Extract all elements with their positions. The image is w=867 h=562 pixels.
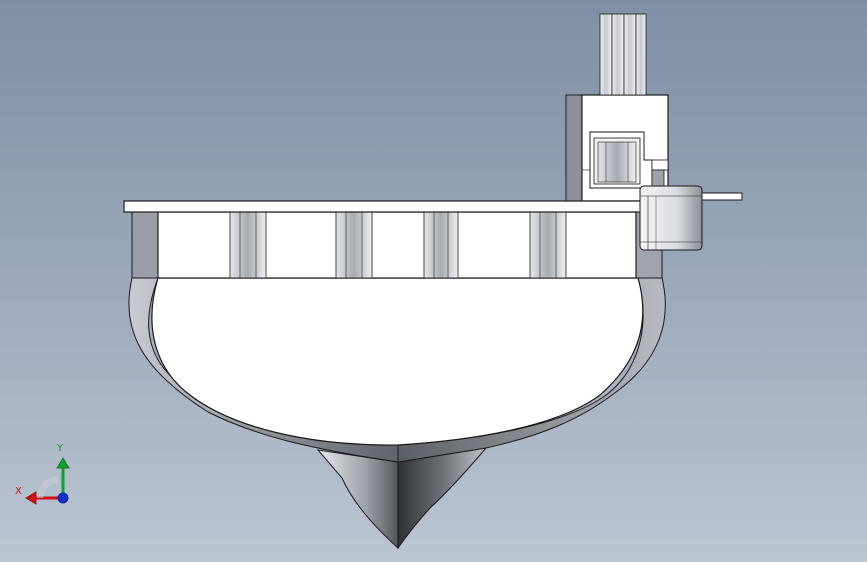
rib-4 — [529, 211, 567, 279]
mast-tubes[interactable] — [599, 13, 647, 96]
rib-3 — [423, 211, 459, 279]
triad-graphic — [25, 457, 70, 505]
y-axis-label: Y — [57, 443, 64, 454]
left-side-wall[interactable] — [131, 211, 159, 279]
rib-2 — [335, 211, 373, 279]
box-ribs — [229, 211, 567, 279]
x-axis-label: X — [15, 486, 22, 497]
hull-body[interactable] — [151, 277, 644, 446]
x-axis-arrow-icon — [25, 491, 63, 505]
cylinder-pod[interactable] — [639, 185, 703, 251]
keel-part[interactable] — [316, 447, 488, 550]
y-axis-arrow-icon — [56, 457, 70, 496]
reference-triad: Y X — [12, 440, 76, 512]
z-axis-point-icon — [57, 492, 69, 504]
deck-plate[interactable] — [123, 200, 645, 213]
rib-1 — [229, 211, 267, 279]
